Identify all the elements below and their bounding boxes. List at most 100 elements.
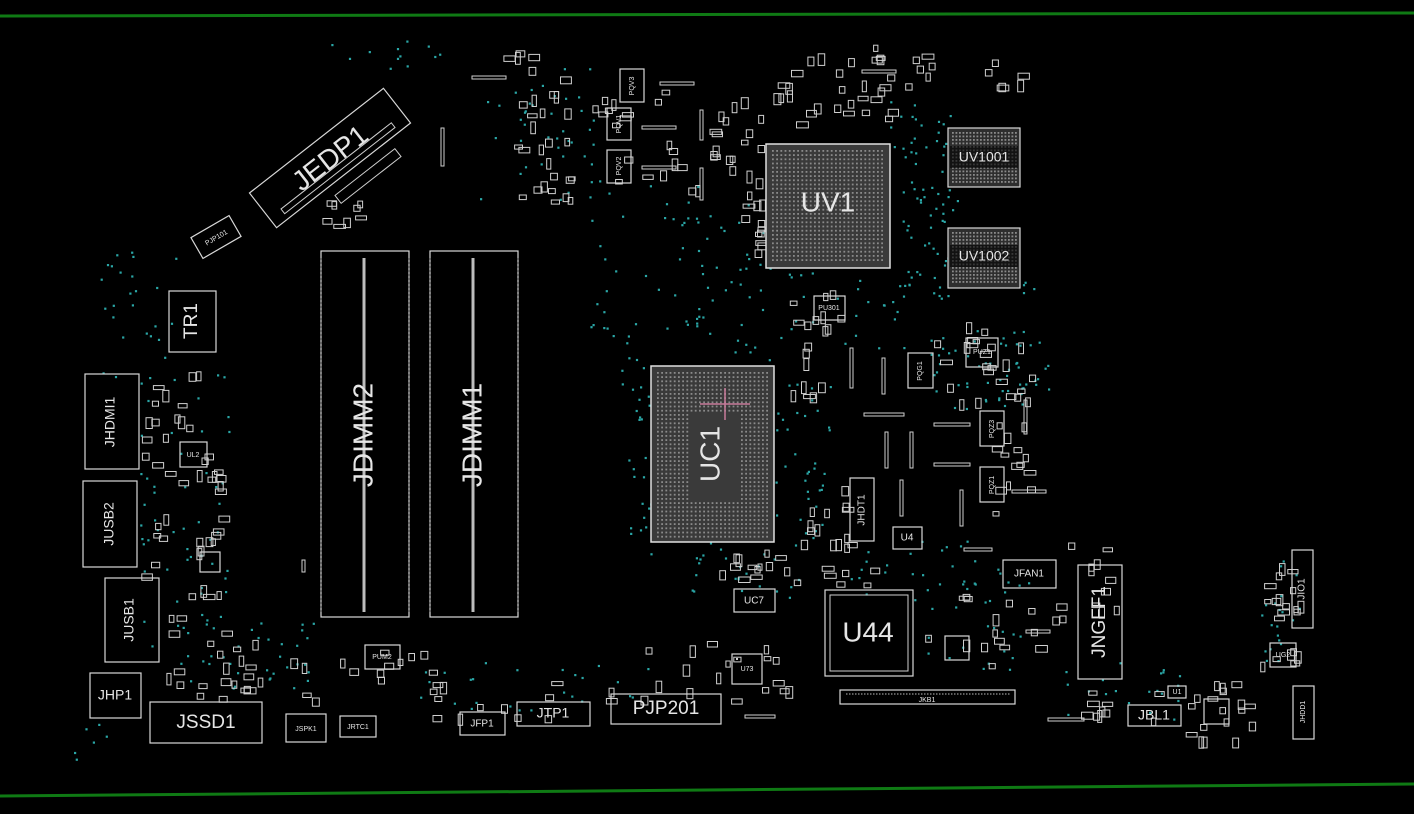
bga-ball bbox=[673, 485, 676, 488]
bga-ball bbox=[872, 179, 875, 182]
passive-component bbox=[162, 389, 170, 403]
bga-ball bbox=[707, 401, 710, 404]
bga-ball bbox=[793, 246, 795, 249]
bga-ball bbox=[872, 187, 875, 190]
bga-ball bbox=[780, 246, 783, 249]
via bbox=[396, 48, 400, 51]
bga-ball bbox=[843, 179, 846, 182]
jfan1-label: JFAN1 bbox=[1014, 569, 1044, 580]
bga-ball bbox=[772, 250, 774, 253]
bga-ball bbox=[728, 393, 731, 395]
via bbox=[603, 311, 606, 314]
bga-ball bbox=[776, 255, 778, 257]
bga-ball bbox=[707, 523, 710, 525]
bga-ball bbox=[784, 221, 787, 224]
bga-ball bbox=[665, 468, 668, 471]
passive-component bbox=[151, 400, 159, 407]
bga-ball bbox=[822, 204, 825, 207]
bga-ball bbox=[969, 174, 972, 176]
bga-ball bbox=[657, 418, 659, 420]
bga-ball bbox=[809, 246, 812, 249]
bga-ball bbox=[969, 239, 972, 241]
bga-ball bbox=[724, 376, 726, 378]
bga-ball bbox=[797, 179, 799, 182]
bga-ball bbox=[1004, 132, 1007, 134]
via bbox=[959, 545, 963, 548]
bga-ball bbox=[766, 451, 768, 454]
via bbox=[944, 260, 948, 263]
via bbox=[697, 185, 700, 189]
via bbox=[935, 390, 938, 393]
bga-ball bbox=[969, 232, 972, 234]
bga-ball bbox=[678, 510, 680, 513]
via bbox=[1282, 560, 1285, 563]
bga-ball bbox=[757, 535, 760, 538]
bga-ball bbox=[952, 142, 954, 145]
bga-ball bbox=[814, 238, 816, 240]
passive-component bbox=[754, 566, 761, 574]
bga-ball bbox=[839, 192, 841, 194]
bga-ball bbox=[736, 409, 739, 412]
bga-ball bbox=[987, 277, 989, 280]
bga-ball bbox=[686, 477, 689, 479]
bga-ball bbox=[762, 372, 764, 374]
passive-component bbox=[1029, 374, 1037, 383]
bga-ball bbox=[766, 498, 768, 500]
bga-ball bbox=[694, 384, 697, 387]
via bbox=[164, 356, 167, 359]
bga-ball bbox=[673, 506, 676, 509]
bga-ball bbox=[661, 409, 663, 412]
passive-component bbox=[996, 84, 1010, 92]
via bbox=[306, 637, 309, 640]
via bbox=[915, 152, 918, 155]
bga-ball bbox=[1004, 242, 1007, 245]
bga-ball bbox=[997, 132, 1000, 134]
bga-ball bbox=[843, 166, 846, 169]
bga-ball bbox=[839, 234, 841, 236]
bga-ball bbox=[987, 270, 989, 273]
via bbox=[1162, 671, 1165, 674]
bga-ball bbox=[745, 523, 747, 525]
bga-ball bbox=[766, 493, 768, 496]
via bbox=[955, 606, 958, 609]
bga-ball bbox=[665, 443, 668, 446]
bga-ball bbox=[757, 418, 760, 420]
bga-ball bbox=[835, 225, 837, 228]
bga-ball bbox=[966, 232, 968, 234]
bga-ball bbox=[980, 232, 982, 234]
bga-ball bbox=[872, 154, 875, 156]
bga-ball bbox=[703, 393, 705, 395]
bga-ball bbox=[686, 535, 689, 538]
via bbox=[166, 568, 169, 571]
bga-ball bbox=[843, 255, 846, 257]
via bbox=[189, 555, 192, 559]
via bbox=[943, 264, 947, 267]
bga-ball bbox=[976, 239, 979, 241]
bga-ball bbox=[793, 229, 795, 232]
passive-component bbox=[1087, 700, 1100, 708]
bga-ball bbox=[682, 405, 684, 408]
passive-component bbox=[747, 191, 753, 201]
bga-ball bbox=[809, 150, 812, 152]
bga-ball bbox=[715, 405, 718, 408]
bga-ball bbox=[1001, 270, 1003, 273]
bga-ball bbox=[835, 154, 837, 156]
bga-ball bbox=[962, 274, 965, 276]
bga-ball bbox=[736, 527, 739, 530]
bga-ball bbox=[682, 430, 684, 433]
bga-ball bbox=[694, 401, 697, 404]
passive-component bbox=[1101, 701, 1114, 707]
via bbox=[608, 192, 611, 195]
bga-ball bbox=[843, 234, 846, 236]
bga-ball bbox=[673, 493, 676, 496]
bga-ball bbox=[822, 179, 825, 182]
via bbox=[210, 655, 213, 658]
bga-ball bbox=[872, 213, 875, 215]
bga-ball bbox=[657, 439, 659, 441]
ul2-chip: UL2 bbox=[179, 441, 208, 468]
via bbox=[638, 418, 641, 421]
via bbox=[957, 384, 960, 387]
bga-ball bbox=[868, 204, 871, 207]
bga-ball bbox=[669, 472, 672, 475]
bga-ball bbox=[818, 208, 820, 211]
